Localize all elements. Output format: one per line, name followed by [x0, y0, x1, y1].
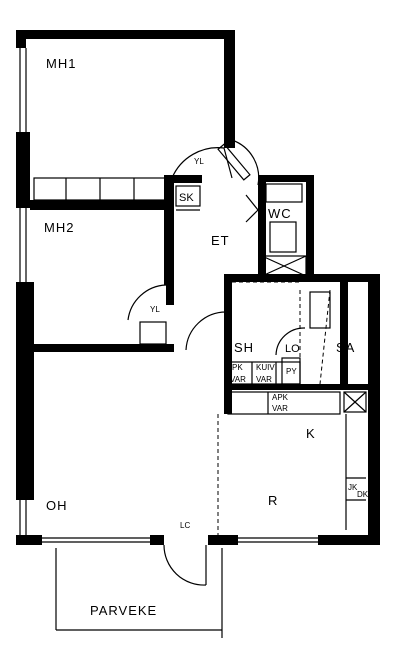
room-labels: MH1 MH2 ET WC SH SA LO K R OH PARVEKE [44, 56, 355, 618]
label-yl-top: YL [194, 157, 204, 166]
label-var-1: VAR [230, 375, 246, 384]
room-label-lo: LO [285, 343, 300, 355]
label-yl-mid: YL [150, 305, 160, 314]
room-label-wc: WC [268, 206, 292, 221]
door-swings [127, 139, 306, 586]
room-label-sa: SA [336, 340, 355, 355]
room-label-sh: SH [234, 340, 254, 355]
label-lc: LC [180, 521, 190, 530]
label-var-3: VAR [272, 404, 288, 413]
label-py: PY [286, 367, 297, 376]
label-var-2: VAR [256, 375, 272, 384]
label-dk: DK [357, 490, 369, 499]
room-label-mh1: MH1 [46, 56, 76, 71]
fixture-lines [19, 48, 367, 638]
room-label-r: R [268, 493, 278, 508]
interior-walls [30, 175, 202, 352]
room-label-oh: OH [46, 498, 68, 513]
room-label-parveke: PARVEKE [90, 603, 157, 618]
label-pk: PK [232, 363, 243, 372]
fixture-labels: YL YL SK PK KUIV VAR VAR PY APK VAR JK D… [150, 157, 369, 530]
opening-lines [217, 281, 331, 535]
label-sk: SK [179, 192, 194, 204]
exterior-walls [16, 30, 380, 545]
room-label-mh2: MH2 [44, 220, 74, 235]
label-kuiv: KUIV [256, 363, 275, 372]
room-label-k: K [306, 426, 316, 441]
room-label-et: ET [211, 233, 230, 248]
label-jk: JK [348, 483, 358, 492]
label-apk: APK [272, 393, 289, 402]
